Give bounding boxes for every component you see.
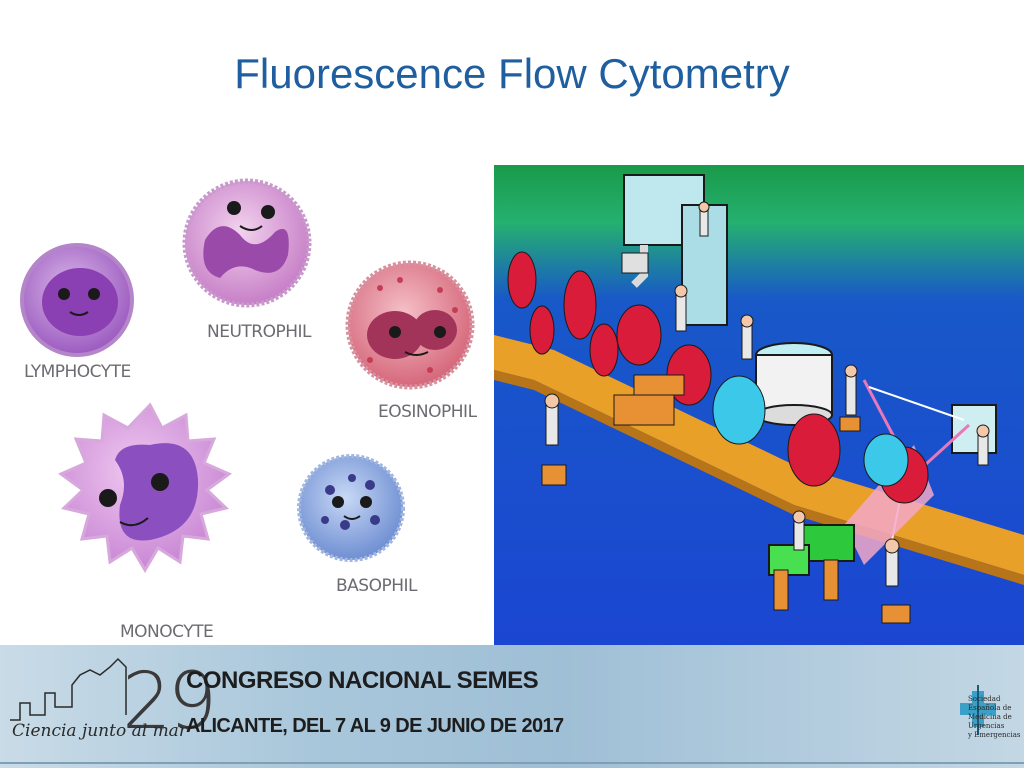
org-line-2: Medicina de Urgencias [968, 713, 1012, 730]
lymphocyte-label: LYMPHOCYTE [24, 362, 131, 382]
slide-title: Fluorescence Flow Cytometry [234, 50, 790, 97]
congress-slogan: Ciencia junto al mar [12, 721, 187, 741]
congress-edition-number: 29 [122, 657, 217, 747]
neutrophil-cell [182, 178, 312, 308]
org-line-3: y Emergencias [968, 731, 1021, 739]
monocyte-cell [58, 402, 232, 573]
eosinophil-label: EOSINOPHIL [378, 402, 477, 422]
banner-decoration [0, 657, 1024, 764]
congress-title: CONGRESO NACIONAL SEMES [186, 667, 539, 694]
congress-banner: 29 CONGRESO NACIONAL SEMES ALICANTE, DEL… [0, 645, 1024, 768]
monocyte-label: MONOCYTE [120, 622, 214, 642]
flow-cytometry-drawing [494, 174, 1024, 624]
neutrophil-label: NEUTROPHIL [207, 322, 312, 342]
semes-organization: Sociedad Española de Medicina de Urgenci… [968, 695, 1024, 740]
basophil-cell [297, 454, 405, 562]
congress-dates: ALICANTE, DEL 7 AL 9 DE JUNIO DE 2017 [186, 715, 564, 737]
basophil-label: BASOPHIL [336, 576, 417, 596]
eosinophil-cell [345, 260, 475, 390]
blood-cells-drawing [20, 178, 475, 573]
blood-cells-illustration: LYMPHOCYTE NEUTROPHIL EOSINOPHIL MONOCYT… [0, 160, 490, 645]
org-line-1: Sociedad Española de [968, 695, 1012, 712]
flow-cytometry-scene [494, 165, 1024, 645]
lymphocyte-cell [20, 243, 134, 357]
